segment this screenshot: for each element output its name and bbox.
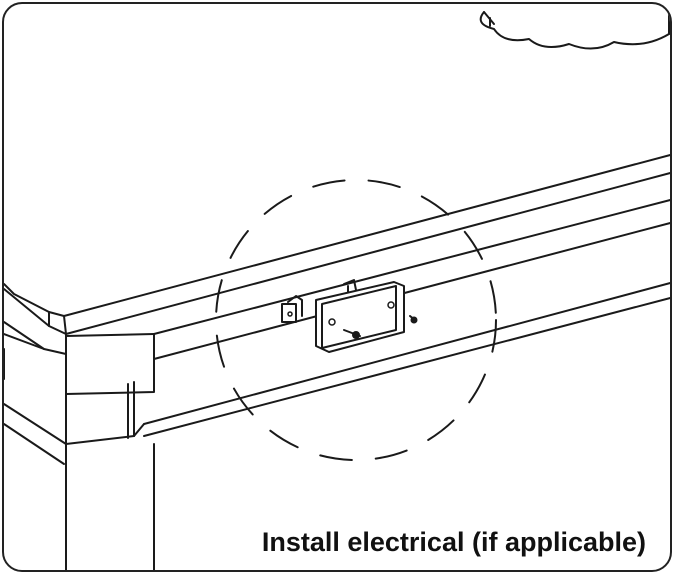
callout-circle [215, 179, 497, 461]
cover-plate [315, 281, 405, 353]
corner-bracket [479, 4, 670, 50]
screw [343, 315, 418, 339]
instruction-caption: Install electrical (if applicable) [257, 525, 650, 560]
front-rail [133, 199, 670, 437]
assembly-drawing [4, 4, 670, 570]
electrical-box [281, 279, 357, 323]
leg [4, 333, 155, 570]
desktop-edge [4, 154, 670, 355]
